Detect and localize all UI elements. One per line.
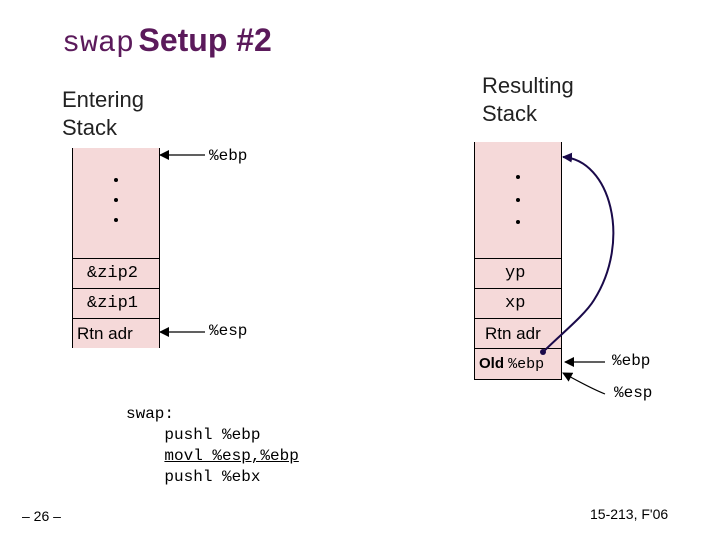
old-prefix: Old [479, 355, 504, 372]
left-stack-heading: Entering Stack [62, 86, 144, 142]
ellipsis-dot [114, 218, 118, 222]
title-code: swap [62, 27, 135, 61]
ellipsis-dot [114, 198, 118, 202]
cell-label: xp [505, 294, 526, 313]
right-heading-line2: Stack [482, 101, 538, 126]
code-line: movl %esp,%ebp [164, 447, 299, 465]
left-heading-line2: Stack [62, 115, 118, 140]
page-number: – 26 – [22, 508, 61, 524]
ellipsis-dot [516, 220, 520, 224]
assembly-code: swap: pushl %ebp movl %esp,%ebp pushl %e… [126, 404, 299, 488]
cell-label: Rtn adr [77, 324, 133, 343]
right-stack-heading: Resulting Stack [482, 72, 574, 128]
ellipsis-dot [516, 175, 520, 179]
cell-label: Rtn adr [485, 324, 541, 343]
left-heading-line1: Entering [62, 87, 144, 112]
right-esp-arrow [562, 372, 606, 395]
slide-title: swap Setup #2 [62, 22, 272, 61]
course-label: 15-213, F'06 [590, 506, 669, 522]
ellipsis-dot [114, 178, 118, 182]
code-label: swap: [126, 405, 175, 423]
left-stack: &zip2 &zip1 Rtn adr [72, 148, 160, 348]
stack-cell-old-ebp: Old %ebp [475, 348, 561, 380]
right-stack: yp xp Rtn adr Old %ebp [474, 142, 562, 380]
stack-cell-xp: xp [475, 288, 561, 318]
stack-cell-rtn-adr: Rtn adr [475, 318, 561, 348]
stack-cell-zip2: &zip2 [73, 258, 159, 288]
cell-label: &zip2 [87, 264, 139, 283]
left-ebp-label: %ebp [209, 147, 248, 165]
cell-label: yp [505, 264, 526, 283]
stack-cell-rtn-adr: Rtn adr [73, 318, 159, 348]
stack-cell-zip1: &zip1 [73, 288, 159, 318]
cell-label: &zip1 [87, 294, 139, 313]
old-ebp-link-arrow [542, 152, 615, 353]
right-heading-line1: Resulting [482, 73, 574, 98]
old-register: %ebp [508, 356, 545, 373]
left-esp-label: %esp [209, 322, 248, 340]
title-text: Setup #2 [138, 22, 272, 58]
code-line: pushl %ebx [164, 468, 261, 486]
right-esp-label: %esp [614, 384, 653, 402]
code-line: pushl %ebp [164, 426, 261, 444]
cell-label: Old %ebp [479, 355, 544, 373]
ellipsis-dot [516, 198, 520, 202]
right-ebp-label: %ebp [612, 352, 651, 370]
stack-cell-yp: yp [475, 258, 561, 288]
